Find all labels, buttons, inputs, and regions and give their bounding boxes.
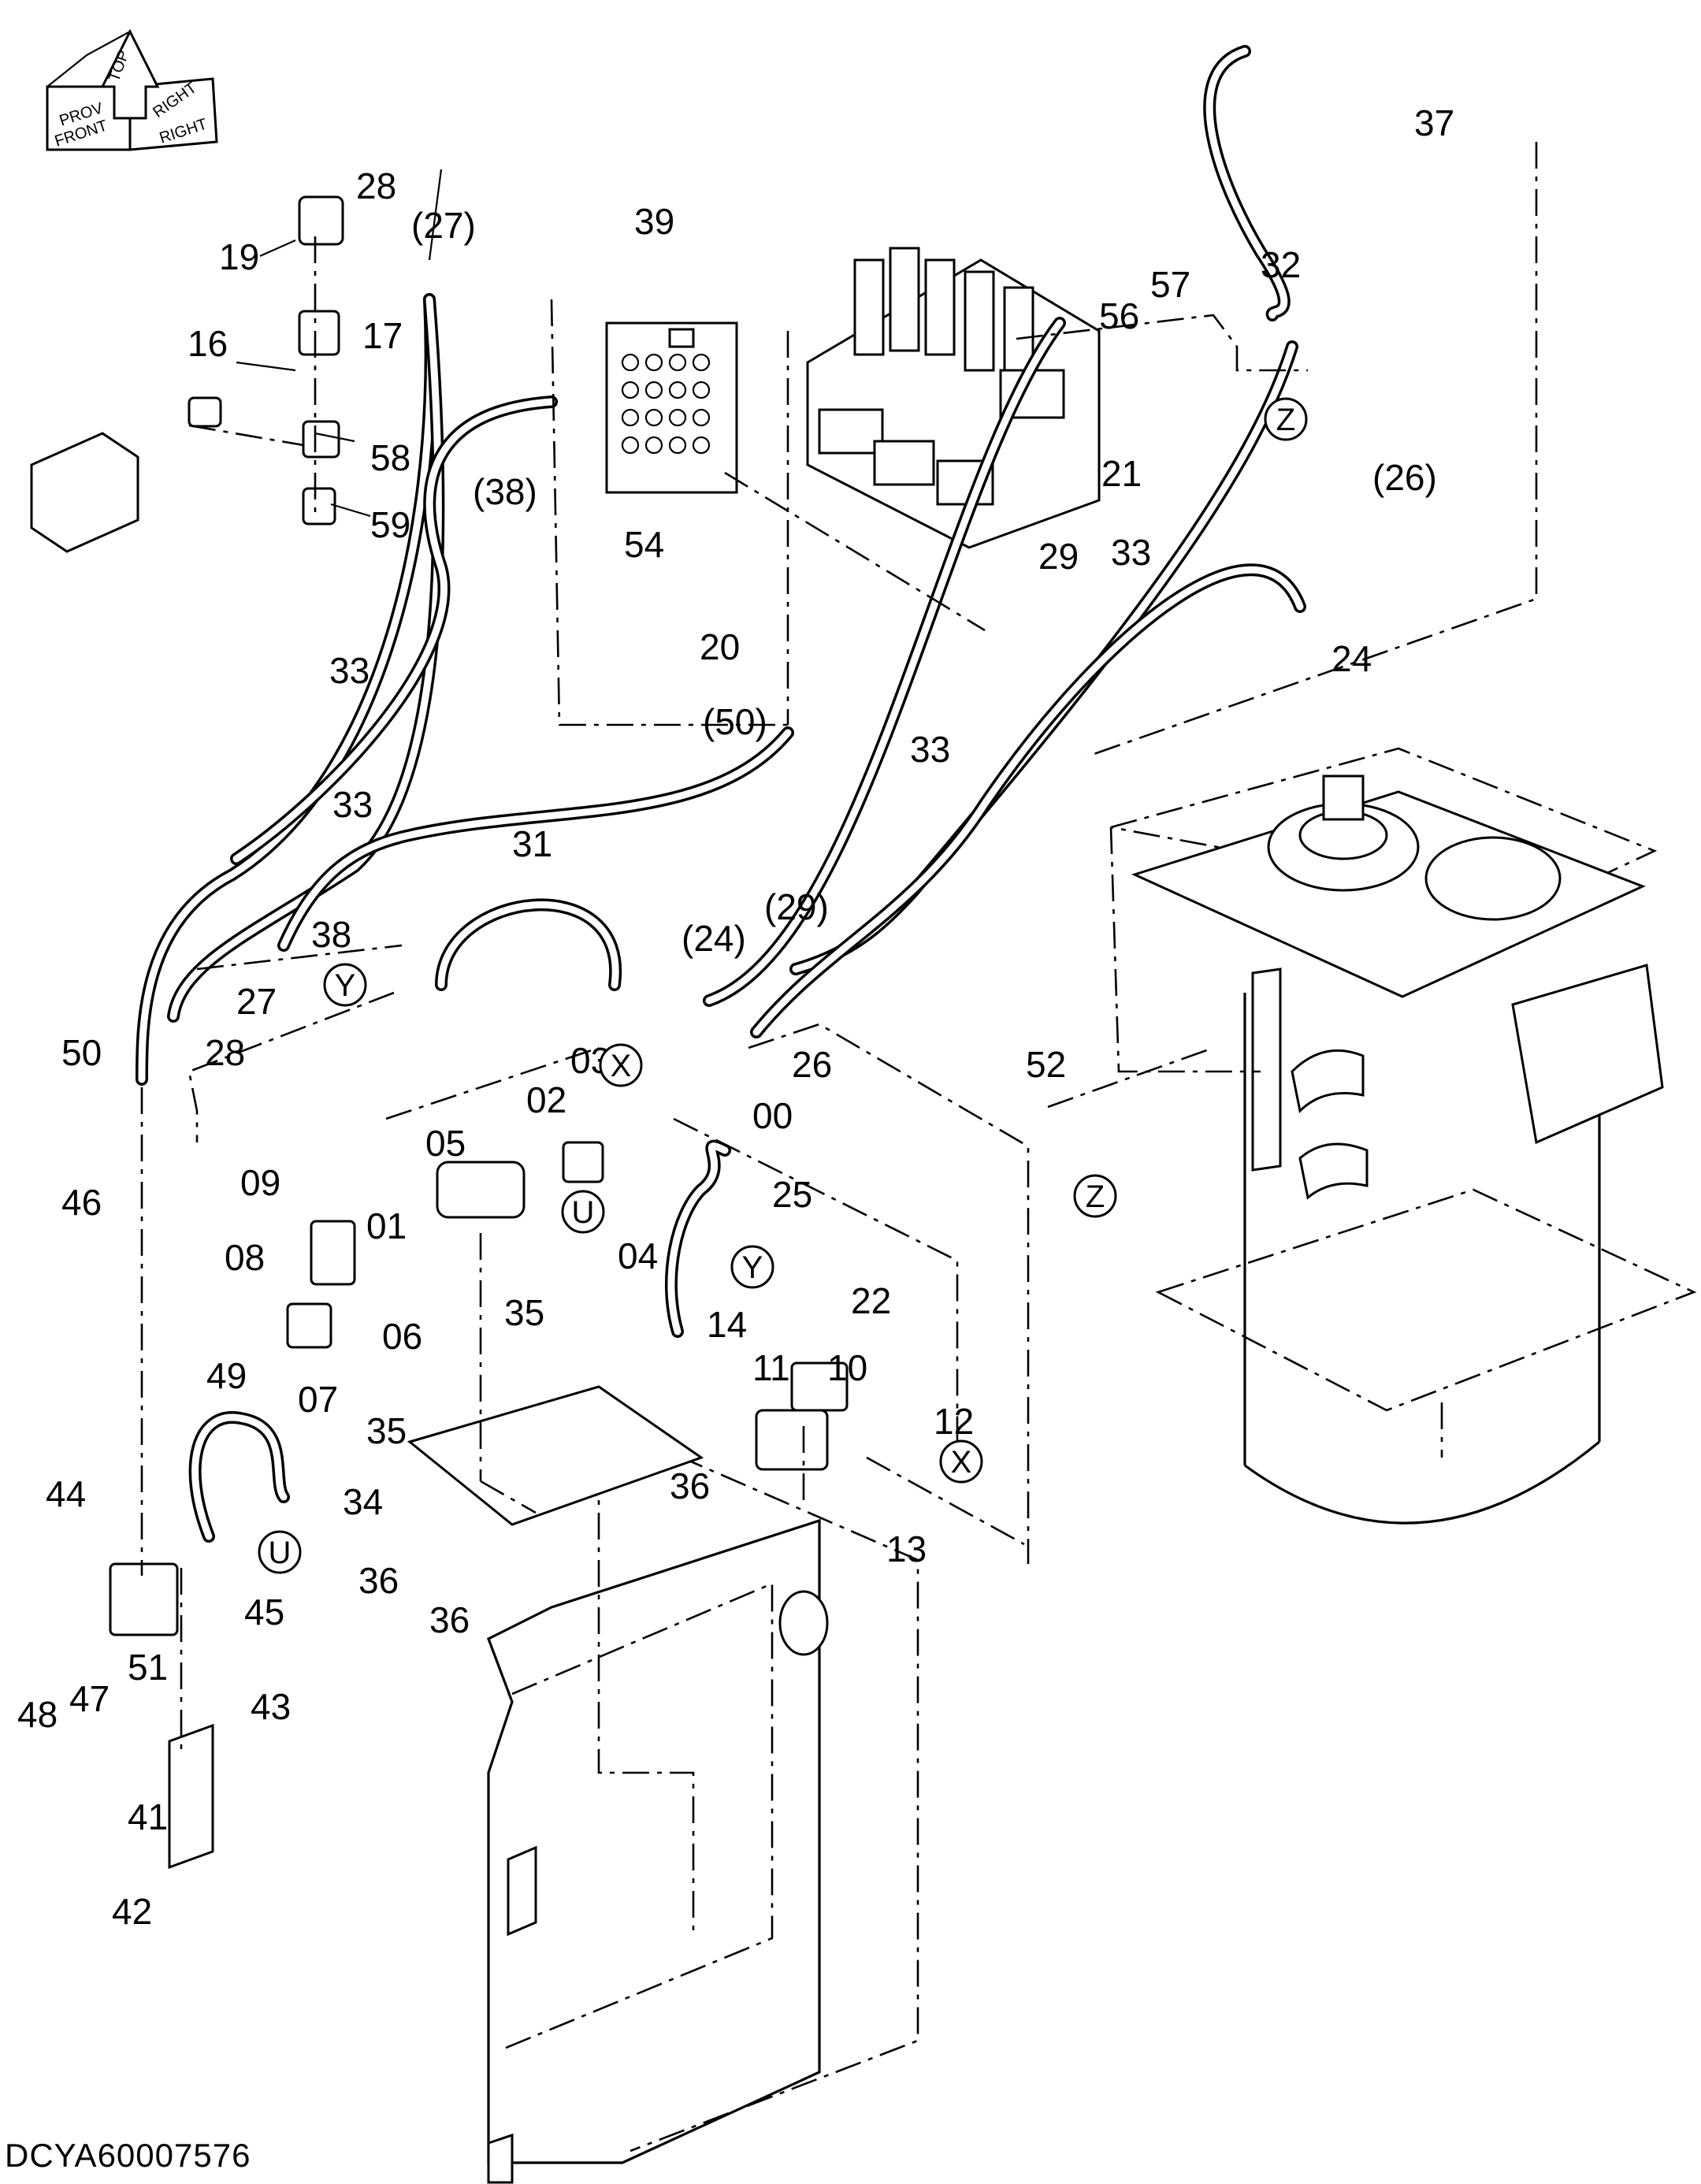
callout-49: 49 — [206, 1355, 247, 1396]
callout-38: 38 — [311, 914, 351, 955]
callout-56: 56 — [1099, 295, 1139, 336]
ref-u-center: U — [572, 1195, 595, 1230]
callout-39: 39 — [634, 201, 674, 242]
callout-46: 46 — [61, 1182, 102, 1223]
callout-51: 51 — [128, 1647, 168, 1688]
callout-50: 50 — [61, 1032, 102, 1073]
callout-58: 58 — [370, 437, 410, 478]
callout-33-c: 33 — [1111, 532, 1151, 573]
callout-05: 05 — [425, 1123, 466, 1164]
callout-00: 00 — [752, 1095, 793, 1136]
callout-27: 27 — [236, 981, 277, 1022]
callout-16: 16 — [188, 323, 228, 364]
callout-36-bottom: 36 — [429, 1599, 470, 1640]
callout-50-parenthesized: (50) — [703, 701, 767, 742]
callout-47: 47 — [69, 1678, 110, 1719]
ref-z-bottom: Z — [1086, 1179, 1105, 1214]
callout-37: 37 — [1414, 102, 1454, 143]
callout-07: 07 — [298, 1379, 338, 1420]
callout-36-right: 36 — [670, 1465, 710, 1506]
callout-26: 26 — [792, 1044, 832, 1085]
callout-31: 31 — [512, 823, 552, 864]
callout-27-parenthesized: (27) — [411, 205, 476, 246]
callout-28-top: 28 — [356, 165, 396, 206]
callout-57: 57 — [1150, 264, 1190, 305]
part-callouts: 00 01 02 03 04 05 06 07 08 09 10 11 12 1… — [17, 102, 1454, 1932]
callout-21: 21 — [1101, 453, 1142, 494]
callout-10: 10 — [827, 1347, 867, 1388]
ref-u-left: U — [269, 1536, 292, 1570]
callout-54: 54 — [624, 524, 664, 565]
callout-33-b: 33 — [332, 784, 373, 825]
callout-28-bottom: 28 — [205, 1032, 245, 1073]
callout-24-parenthesized: (24) — [682, 918, 746, 959]
ref-x-bottom: X — [951, 1445, 972, 1480]
callout-17: 17 — [362, 315, 403, 356]
callout-43: 43 — [251, 1686, 291, 1727]
callout-52: 52 — [1026, 1044, 1066, 1085]
callout-26-parenthesized: (26) — [1372, 457, 1437, 498]
callout-20: 20 — [700, 626, 740, 667]
callout-12: 12 — [934, 1401, 974, 1442]
callout-22: 22 — [851, 1280, 891, 1321]
ref-x-top: X — [611, 1049, 632, 1083]
callout-25: 25 — [772, 1174, 812, 1215]
callout-06: 06 — [382, 1316, 422, 1357]
frame-drawing — [486, 1417, 919, 2184]
callout-32: 32 — [1261, 244, 1301, 285]
callout-29-parenthesized: (29) — [764, 886, 829, 927]
pilot-valve-block-drawing — [605, 321, 738, 494]
callout-44: 44 — [46, 1473, 86, 1514]
callout-09: 09 — [240, 1162, 280, 1203]
control-valve-drawing — [806, 247, 1101, 549]
small-fittings — [30, 195, 849, 1870]
callout-02: 02 — [526, 1079, 566, 1120]
ref-z-top: Z — [1276, 403, 1295, 437]
callout-08: 08 — [225, 1237, 265, 1278]
callout-33-a: 33 — [329, 650, 370, 691]
callout-24: 24 — [1331, 638, 1372, 679]
callout-01: 01 — [366, 1205, 407, 1246]
orientation-arrow-icon: PROV TOP RIGHT FRONT RIGHT — [46, 28, 218, 151]
callout-19: 19 — [219, 236, 259, 277]
ref-y-right: Y — [742, 1250, 763, 1285]
document-code: DCYA60007576 — [5, 2137, 251, 2174]
callout-29: 29 — [1038, 536, 1079, 577]
callout-04: 04 — [618, 1235, 658, 1276]
callout-41: 41 — [128, 1796, 168, 1837]
ref-y-left: Y — [335, 968, 356, 1003]
callout-34: 34 — [343, 1481, 383, 1522]
callout-59: 59 — [370, 504, 410, 545]
callout-13: 13 — [886, 1528, 927, 1569]
callout-38-parenthesized: (38) — [473, 471, 537, 512]
callout-11: 11 — [752, 1347, 790, 1388]
callout-35-left: 35 — [366, 1410, 407, 1451]
hose-bundle — [136, 45, 1306, 1543]
callout-36-left: 36 — [358, 1560, 399, 1601]
callout-33-d: 33 — [910, 729, 950, 770]
callout-35-top: 35 — [504, 1292, 544, 1333]
callout-45: 45 — [244, 1592, 284, 1632]
leader-lines — [140, 142, 1538, 1757]
connection-references: Y Y X X U U Z Z — [258, 397, 1308, 1574]
callout-42: 42 — [112, 1891, 152, 1932]
callout-48: 48 — [17, 1694, 58, 1735]
callout-14: 14 — [707, 1304, 747, 1345]
hydraulic-tank-drawing — [1109, 747, 1697, 1525]
